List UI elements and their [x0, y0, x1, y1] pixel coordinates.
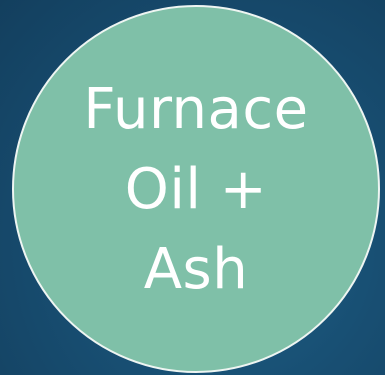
category-circle: Furnace Oil + Ash — [12, 5, 380, 373]
circle-label-line-1: Furnace — [83, 77, 309, 142]
circle-label-line-2: Oil + — [124, 157, 268, 222]
circle-label-line-3: Ash — [143, 237, 249, 302]
